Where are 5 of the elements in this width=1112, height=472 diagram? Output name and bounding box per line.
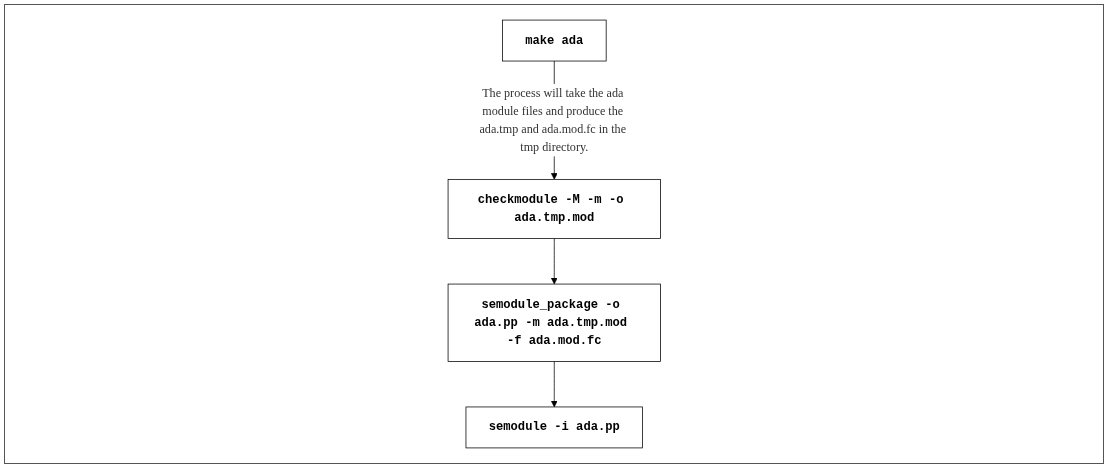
node-box: semodule_package -o ada.pp -m ada.tmp.mod -f ada.mod.fc — [447, 283, 661, 362]
edge-label: The process will take the ada module files and produce the ada.tmp and ada.mod.fc in the tmp directory. — [479, 86, 626, 154]
node-box: make ada — [501, 19, 607, 62]
node-box: semodule -i ada.pp — [465, 406, 643, 449]
node-box: checkmodule -M -m -o ada.tmp.mod — [447, 179, 661, 239]
